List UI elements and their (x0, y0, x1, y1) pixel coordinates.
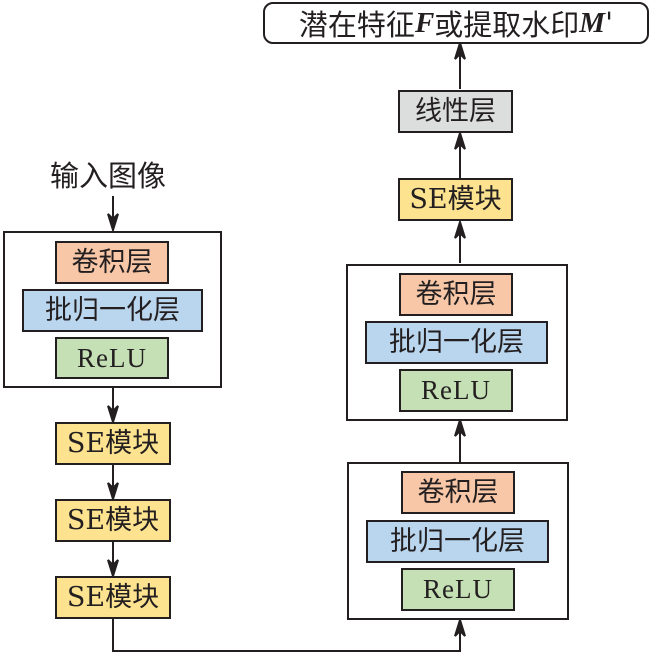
right-se-block: SE模块 (398, 178, 513, 221)
left-se-block-1: SE模块 (55, 422, 171, 465)
arrowhead (454, 129, 466, 150)
arrowhead (454, 218, 466, 239)
right-lower-conv-layer: 卷积层 (401, 471, 515, 514)
right-lower-batchnorm-layer: 批归一化层 (366, 520, 549, 563)
right-upper-conv-layer: 卷积层 (399, 273, 513, 316)
left-se-block-3: SE模块 (55, 576, 171, 619)
arrowhead (107, 559, 119, 580)
right-upper-relu-layer: ReLU (399, 369, 513, 412)
output-suffix: ' (605, 6, 614, 40)
arrowhead (107, 213, 119, 234)
arrowhead (454, 416, 466, 437)
arrowhead (454, 39, 466, 60)
output-var-m: M (579, 6, 606, 39)
right-upper-batchnorm-layer: 批归一化层 (365, 321, 548, 364)
left-batchnorm-layer: 批归一化层 (22, 289, 203, 332)
output-prefix: 潜在特征 (298, 8, 415, 42)
output-var-f: F (414, 6, 435, 39)
output-middle: 或提取水印 (434, 8, 580, 42)
right-lower-relu-layer: ReLU (401, 568, 515, 611)
left-conv-layer: 卷积层 (55, 241, 169, 284)
arrowhead (107, 405, 119, 426)
left-se-block-2: SE模块 (55, 499, 171, 542)
arrow-se3-to-right-block (112, 618, 461, 652)
linear-layer: 线性层 (398, 90, 513, 133)
left-relu-layer: ReLU (55, 337, 169, 379)
arrowhead (454, 616, 466, 637)
arrowhead (107, 482, 119, 503)
input-label: 输入图像 (50, 159, 167, 193)
